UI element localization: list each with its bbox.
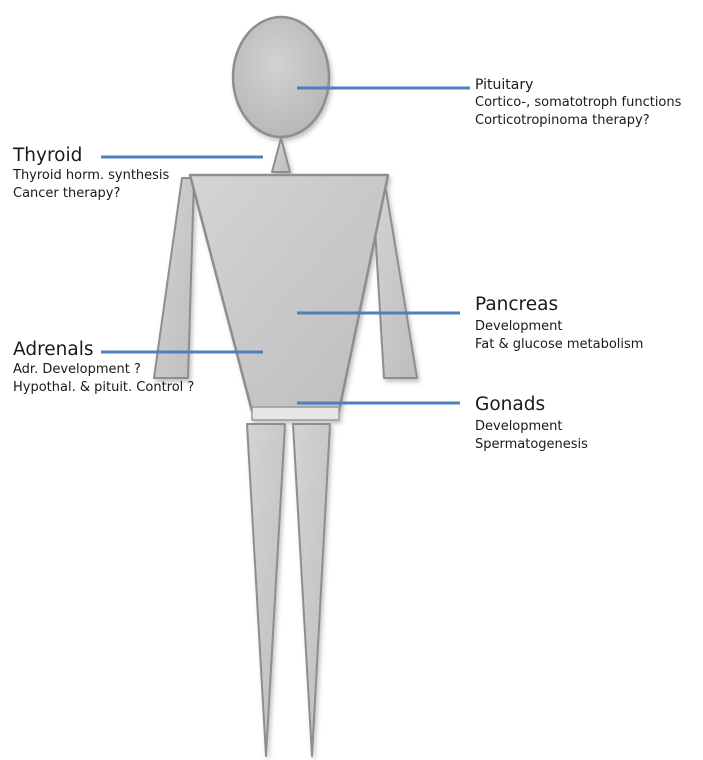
thyroid-title: Thyroid [13, 145, 169, 167]
pancreas-label: Pancreas Development Fat & glucose metab… [475, 294, 643, 354]
pituitary-label: Pituitary Cortico-, somatotroph function… [475, 76, 681, 130]
torso [190, 175, 388, 411]
adrenals-line-1: Adr. Development ? [13, 361, 194, 379]
gonads-label: Gonads Development Spermatogenesis [475, 394, 588, 454]
gonads-line-1: Development [475, 418, 588, 436]
pancreas-line-2: Fat & glucose metabolism [475, 336, 643, 354]
pituitary-line-2: Corticotropinoma therapy? [475, 112, 681, 130]
thyroid-line-1: Thyroid horm. synthesis [13, 167, 169, 185]
thyroid-label: Thyroid Thyroid horm. synthesis Cancer t… [13, 145, 169, 203]
pancreas-line-1: Development [475, 318, 643, 336]
left-leg [247, 424, 285, 756]
hip-band [252, 407, 339, 420]
adrenals-title: Adrenals [13, 339, 194, 361]
adrenals-label: Adrenals Adr. Development ? Hypothal. & … [13, 339, 194, 397]
pituitary-line-1: Cortico-, somatotroph functions [475, 94, 681, 112]
neck [272, 138, 290, 172]
pancreas-title: Pancreas [475, 294, 643, 316]
head [233, 17, 329, 137]
thyroid-line-2: Cancer therapy? [13, 185, 169, 203]
adrenals-line-2: Hypothal. & pituit. Control ? [13, 379, 194, 397]
gonads-line-2: Spermatogenesis [475, 436, 588, 454]
pituitary-title: Pituitary [475, 76, 681, 94]
right-leg [293, 424, 330, 756]
gonads-title: Gonads [475, 394, 588, 416]
